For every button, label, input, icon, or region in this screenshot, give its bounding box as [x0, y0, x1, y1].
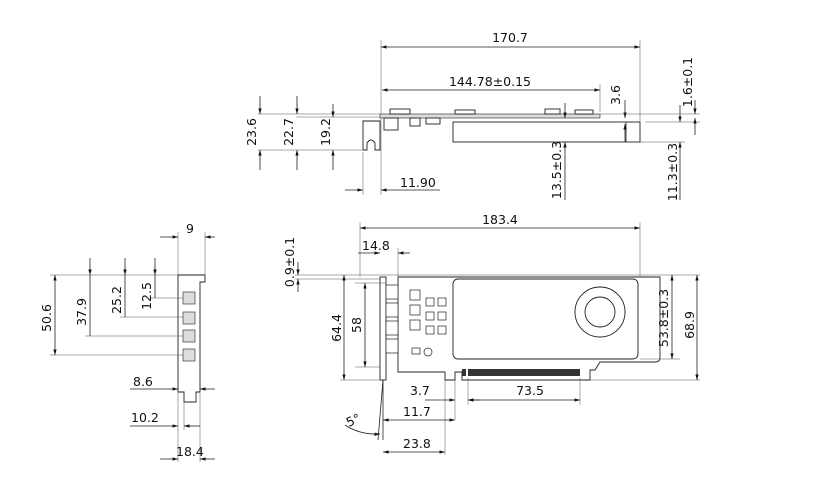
- dim-bottom-18-4: 18.4: [176, 444, 204, 459]
- dim-connector-offset: 11.7: [403, 404, 431, 419]
- bracket-view: 9 50.6 37.9 25.2 12.5 8.6 10.2 18.4: [39, 221, 215, 462]
- dim-bottom-10-2: 10.2: [131, 410, 159, 425]
- dim-port-span-37-9: 37.9: [74, 298, 89, 326]
- heatsink-side: [452, 121, 641, 143]
- dim-height-22-7: 22.7: [281, 118, 296, 146]
- bracket-edge: [379, 276, 387, 381]
- pcie-connector: [468, 369, 580, 376]
- dim-angle: 5°: [344, 410, 363, 430]
- dim-heatsink-body: 11.3±0.3: [665, 143, 680, 201]
- dim-heatsink-height-front: 53.8±0.3: [656, 289, 671, 347]
- top-view: 170.7 144.78±0.15 23.6 22.7 19.2 11.90 1…: [244, 30, 700, 201]
- dim-pcb-thickness: 1.6±0.1: [680, 57, 695, 107]
- dim-bottom-8-6: 8.6: [133, 374, 153, 389]
- dim-bracket-to-pcb: 14.8: [362, 238, 390, 253]
- dim-height-19-2: 19.2: [318, 118, 333, 146]
- dim-connector-start: 23.8: [403, 436, 431, 451]
- dim-overall-length-top: 170.7: [492, 30, 528, 45]
- dim-port-span-25-2: 25.2: [109, 286, 124, 314]
- port-1: [182, 291, 196, 305]
- dim-overall-length-front: 183.4: [482, 212, 518, 227]
- front-view: 183.4 14.8 0.9±0.1 64.4 58 53.8±0.3 68.9…: [282, 212, 700, 455]
- dim-height-23-6: 23.6: [244, 118, 259, 146]
- dim-port-span-12-5: 12.5: [139, 282, 154, 310]
- dim-heatsink-gap: 3.6: [608, 85, 623, 105]
- pcb-side: [379, 113, 601, 119]
- dim-bracket-offset: 11.90: [400, 175, 436, 190]
- dim-card-height: 68.9: [682, 311, 697, 339]
- fan-hub: [584, 296, 616, 328]
- dim-bracket-height: 64.4: [329, 314, 344, 342]
- dim-top-offset: 0.9±0.1: [282, 237, 297, 287]
- dim-key-offset: 3.7: [410, 383, 430, 398]
- dim-connector-length: 73.5: [516, 383, 544, 398]
- bracket-side: [362, 120, 381, 151]
- dim-pcb-length: 144.78±0.15: [449, 74, 531, 89]
- dim-heatsink-height: 13.5±0.3: [549, 141, 564, 199]
- port-3: [182, 329, 196, 343]
- port-2: [182, 311, 196, 325]
- dim-bracket-width: 9: [186, 221, 194, 236]
- dim-port-height: 58: [349, 317, 364, 333]
- port-4: [182, 348, 196, 362]
- dim-port-span-50-6: 50.6: [39, 304, 54, 332]
